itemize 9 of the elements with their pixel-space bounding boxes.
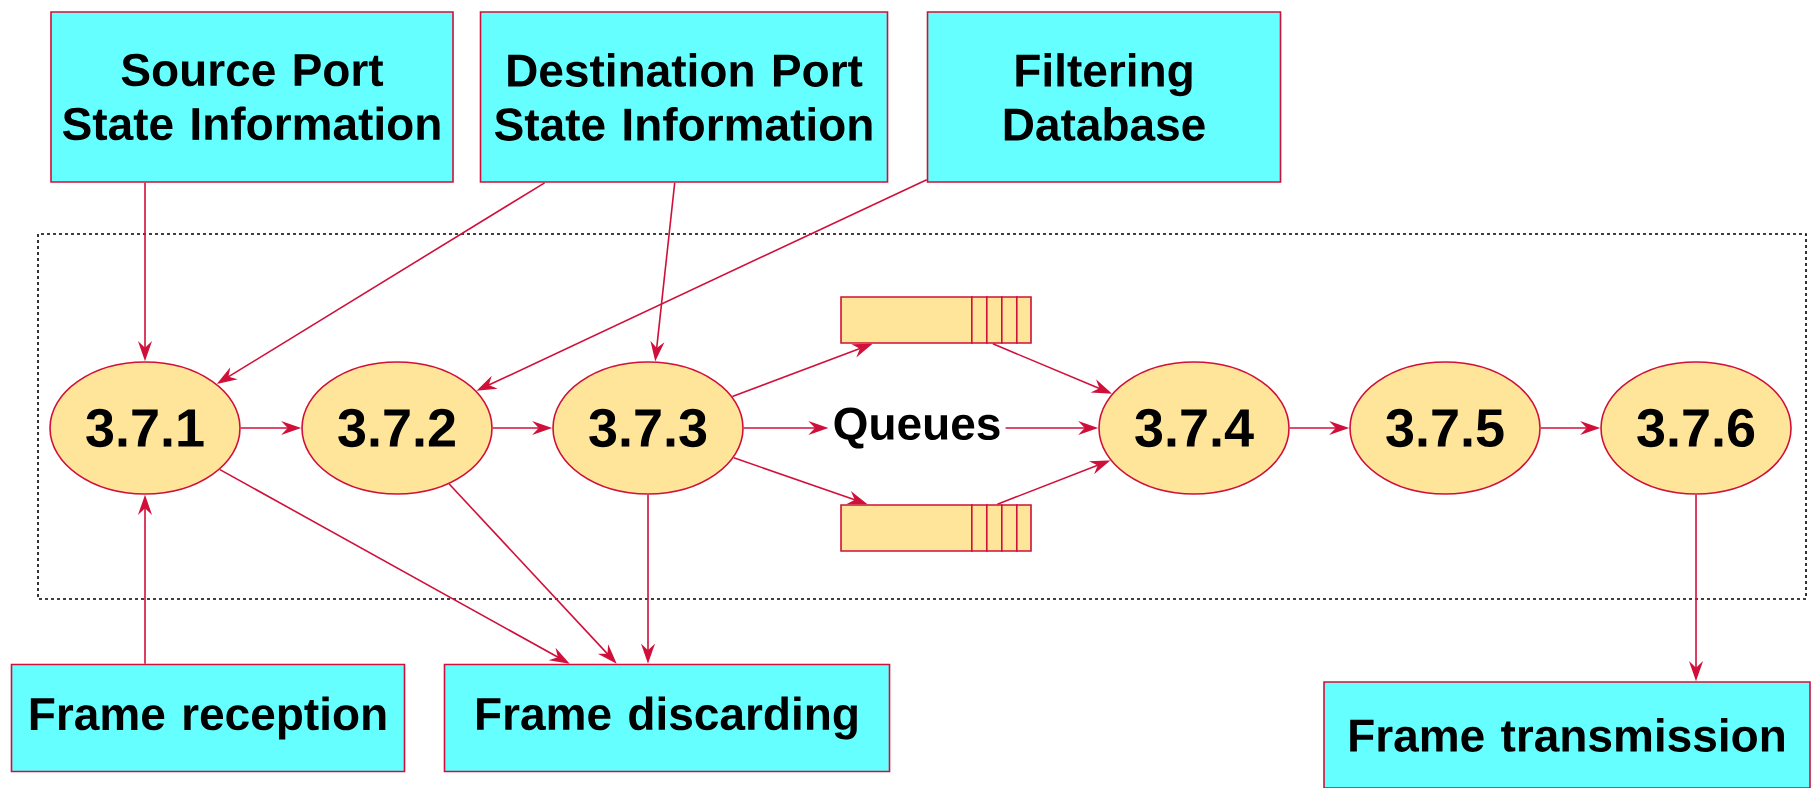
queue-drawing <box>840 503 1032 553</box>
queue-drawing <box>840 295 1032 345</box>
info-box: Source Port State Information <box>50 11 454 183</box>
info-box: Frame transmission <box>1323 681 1811 788</box>
queues-label: Queues <box>834 407 1000 449</box>
info-box: Filtering Database <box>926 11 1282 183</box>
info-box: Destination Port State Information <box>479 11 889 183</box>
info-box: Frame discarding <box>443 663 891 773</box>
info-box: Frame reception <box>10 663 406 773</box>
